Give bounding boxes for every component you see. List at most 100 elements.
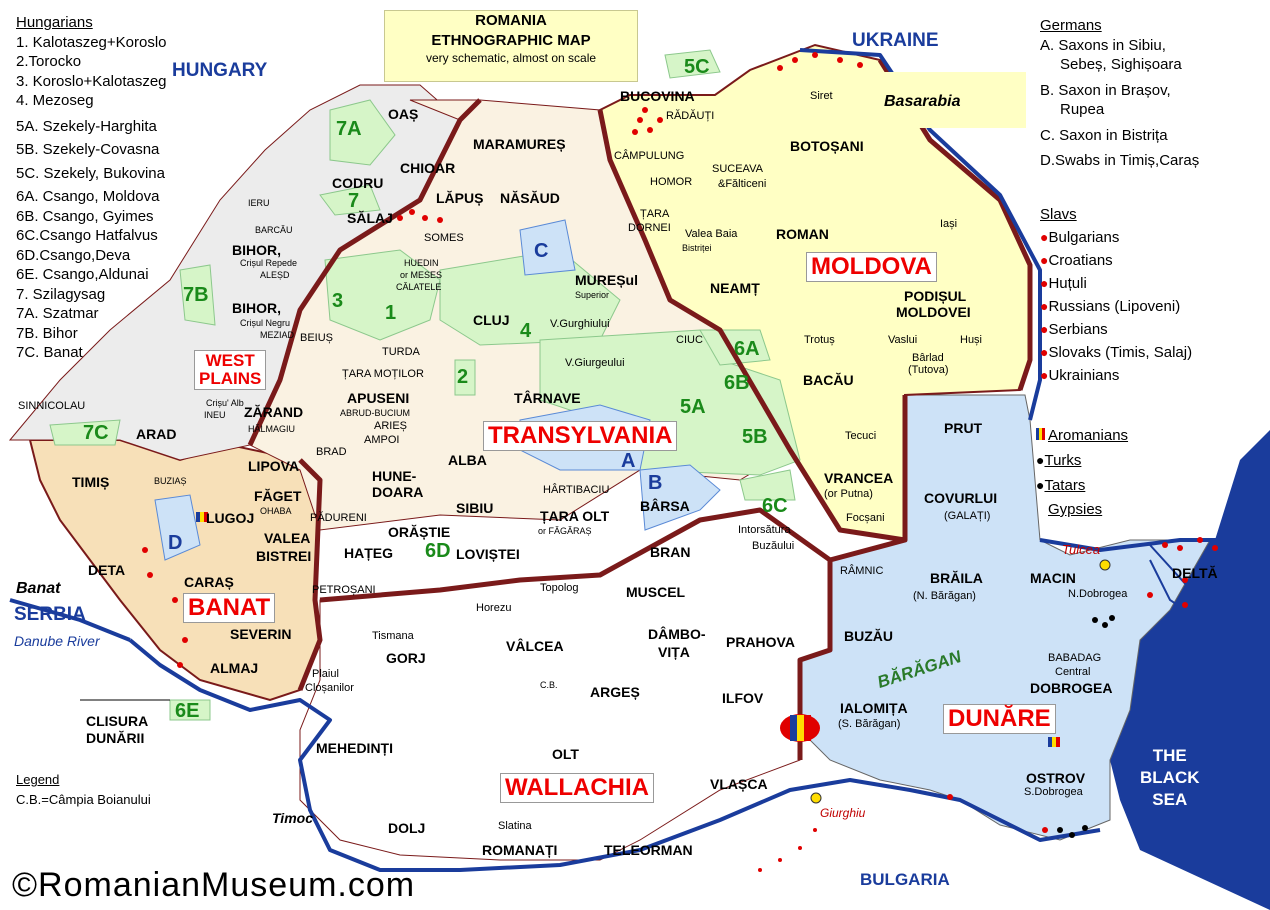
region-label: BUZĂU xyxy=(844,628,893,644)
region-label: MEHEDINȚI xyxy=(316,740,393,756)
danube-delta xyxy=(1039,538,1250,552)
province-label-west-plains: WEST PLAINS xyxy=(194,350,267,390)
legend-germans: Germans A. Saxons in Sibiu, Sebeș, Sighi… xyxy=(1040,16,1199,171)
region-label: PODIȘUL xyxy=(904,288,967,304)
region-label: or MESES xyxy=(400,270,443,280)
zone-d xyxy=(154,494,201,561)
legend-slavs-heading: Slavs xyxy=(1040,206,1077,223)
legend-item: 6C.Csango Hatfalvus xyxy=(16,227,158,244)
region-label: ILFOV xyxy=(722,690,764,706)
zone-2 xyxy=(454,359,476,396)
region-label: TELEORMAN xyxy=(604,842,693,858)
legend-item: 7B. Bihor xyxy=(16,324,78,342)
legend-item: ●Tatars xyxy=(1036,473,1128,498)
region-label: PĂDURENI xyxy=(310,512,367,524)
zone-label: 6C xyxy=(762,495,788,517)
legend-item: ●Ukrainians xyxy=(1040,364,1192,387)
legend-item-label: Gypsies xyxy=(1048,501,1103,518)
region-label: Cloșanilor xyxy=(305,682,354,694)
region-label: Trotuș xyxy=(804,334,835,346)
region-label: ALEȘD xyxy=(260,270,290,280)
label-black-sea-line: THE xyxy=(1152,746,1187,765)
region-label: CHIOAR xyxy=(400,160,456,176)
region-label: BIHOR, xyxy=(232,300,281,316)
region-label: Central xyxy=(1055,666,1091,678)
region-label: OHABA xyxy=(260,506,292,516)
region-label: MARAMUREȘ xyxy=(473,136,566,152)
region-label: Crișul Negru xyxy=(240,318,291,328)
west-plains-line: WEST xyxy=(205,351,255,370)
zone-label: C xyxy=(534,240,549,262)
region-label: CODRU xyxy=(332,175,384,191)
red-dot-icon: ● xyxy=(1040,321,1049,337)
legend-item-label: Russians (Lipoveni) xyxy=(1048,298,1181,315)
region-label: DELTĂ xyxy=(1172,565,1218,581)
region-label: Focșani xyxy=(846,512,885,524)
region-label: VÂLCEA xyxy=(506,638,564,654)
legend-item: Sebeș, Sighișoara xyxy=(1060,56,1182,73)
region-label: (S. Bărăgan) xyxy=(838,718,901,730)
region-label: HUEDIN xyxy=(404,258,439,268)
region-label: C.B. xyxy=(540,680,558,690)
region-label: RĂDĂUȚI xyxy=(666,110,715,122)
region-label: DUNĂRII xyxy=(86,730,145,746)
legend-item-label: Bulgarians xyxy=(1048,229,1120,246)
legend-slavs: Slavs ●Bulgarians ●Croatians ●Huțuli ●Ru… xyxy=(1040,204,1192,387)
country-label-bulgaria: BULGARIA xyxy=(860,870,950,889)
legend-item: 5B. Szekely-Covasna xyxy=(16,141,160,158)
zone-label: 3 xyxy=(332,290,344,312)
zone-6c xyxy=(739,469,796,501)
region-label: LIPOVA xyxy=(248,458,300,474)
footer-copyright: ©RomanianMuseum.com xyxy=(12,866,416,904)
legend-item: 5C. Szekely, Bukovina xyxy=(16,164,165,182)
province-label-wallachia: WALLACHIA xyxy=(500,773,654,803)
legend-item: ●Russians (Lipoveni) xyxy=(1040,295,1192,318)
region-label: TÂRNAVE xyxy=(514,390,581,406)
region-label: (or Putna) xyxy=(824,488,873,500)
zone-label: 6D xyxy=(425,540,451,562)
region-label: SĂLAJ xyxy=(347,210,393,226)
legend-item: 5A. Szekely-Harghita xyxy=(16,117,157,135)
zone-label: A xyxy=(621,450,636,472)
country-label-serbia: SERBIA xyxy=(14,604,86,625)
legend-item-label: Slovaks (Timis, Salaj) xyxy=(1048,344,1193,361)
region-label: V.Giurgeului xyxy=(565,357,625,369)
legend-item: 6A. Csango, Moldova xyxy=(16,188,160,205)
region-label: DOLJ xyxy=(388,820,426,836)
zone-label: D xyxy=(168,532,183,554)
zone-label: 1 xyxy=(385,302,397,324)
zone-7 xyxy=(319,184,381,216)
region-label: IALOMIȚA xyxy=(840,700,908,716)
city-label-tulcea: Tulcea xyxy=(1062,542,1101,557)
region-label: ARIEȘ xyxy=(374,420,408,432)
region-label: APUSENI xyxy=(347,390,410,406)
legend-item: D.Swabs in Timiș,Caraș xyxy=(1040,152,1200,169)
red-dot-icon: ● xyxy=(1040,367,1049,383)
legend-hungarians-heading: Hungarians xyxy=(16,14,93,31)
country-label-hungary: HUNGARY xyxy=(172,60,268,81)
region-label: Topolog xyxy=(540,582,579,594)
region-label: Valea Baia xyxy=(685,228,738,240)
region-label: &Fălticeni xyxy=(718,178,767,190)
region-label: IERU xyxy=(248,198,270,208)
region-label: VIȚA xyxy=(658,644,690,660)
title-line1: ROMANIA xyxy=(475,12,547,29)
country-label-ukraine: UKRAINE xyxy=(852,30,939,51)
legend-item: C.B.=Câmpia Boianului xyxy=(16,792,151,807)
region-label: MOLDOVEI xyxy=(896,304,971,320)
legend-germans-heading: Germans xyxy=(1040,17,1102,34)
zone-7b xyxy=(179,264,216,326)
legend-item-label: Tatars xyxy=(1044,477,1086,494)
zone-label: 2 xyxy=(457,366,469,388)
zone-1-3 xyxy=(324,249,441,341)
region-label: ZĂRAND xyxy=(244,404,304,420)
city-label-giurghiu: Giurghiu xyxy=(820,806,866,820)
zone-label: 5B xyxy=(742,426,768,448)
region-label: Tismana xyxy=(372,630,414,642)
border-dunare-west xyxy=(797,395,908,760)
legend-bottom-heading: Legend xyxy=(16,772,60,787)
black-sea xyxy=(1110,430,1270,910)
region-label: INEU xyxy=(204,410,226,420)
region-label: NEAMȚ xyxy=(710,280,760,296)
zone-c xyxy=(519,219,576,276)
